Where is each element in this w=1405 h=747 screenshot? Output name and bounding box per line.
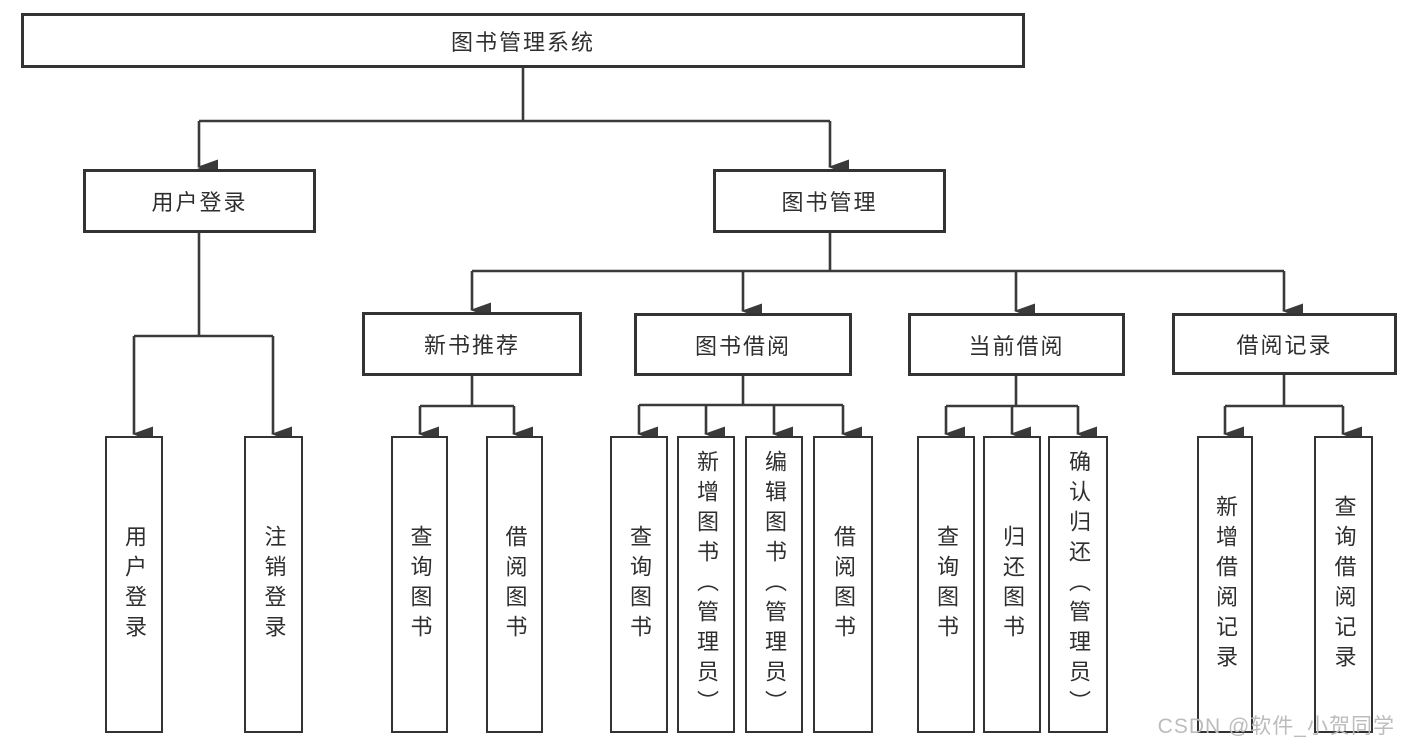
leaf-borrow-books: 借阅图书: [813, 436, 873, 733]
leaf-query-books-current: 查询图书: [917, 436, 975, 733]
node-label: 查询图书: [627, 524, 652, 645]
node-borrowing-records: 借阅记录: [1172, 313, 1397, 375]
node-book-management: 图书管理: [713, 169, 946, 233]
node-label: 新增图书（管理员）: [694, 449, 719, 720]
node-label: 新增借阅记录: [1213, 494, 1238, 675]
node-label: 借阅图书: [502, 524, 528, 645]
leaf-logout: 注销登录: [244, 436, 303, 733]
node-user-login: 用户登录: [83, 169, 316, 233]
node-new-book-recommendation: 新书推荐: [362, 312, 582, 376]
node-label: 查询图书: [934, 524, 959, 645]
node-book-borrowing: 图书借阅: [634, 313, 852, 376]
node-label: 借阅记录: [1236, 333, 1333, 358]
node-label: 当前借阅: [968, 333, 1065, 359]
leaf-borrow-books-recommend: 借阅图书: [486, 436, 543, 733]
node-library-management-system: 图书管理系统: [21, 13, 1025, 68]
node-current-borrowing: 当前借阅: [908, 313, 1125, 376]
leaf-query-borrow-record: 查询借阅记录: [1314, 436, 1373, 733]
leaf-query-books-borrow: 查询图书: [610, 436, 668, 733]
node-label: 新书推荐: [423, 333, 520, 358]
node-label: 用户登录: [151, 190, 248, 215]
leaf-return-books: 归还图书: [983, 436, 1041, 733]
leaf-add-books-admin: 新增图书（管理员）: [677, 436, 735, 733]
leaf-query-books-recommend: 查询图书: [391, 436, 448, 733]
node-label: 查询借阅记录: [1331, 494, 1357, 675]
node-label: 确认归还（管理员）: [1066, 449, 1091, 720]
node-label: 用户登录: [122, 524, 147, 645]
node-label: 编辑图书（管理员）: [762, 449, 787, 720]
node-label: 注销登录: [261, 524, 287, 645]
leaf-add-borrow-record: 新增借阅记录: [1197, 436, 1253, 733]
node-label: 查询图书: [407, 524, 433, 645]
node-label: 归还图书: [1000, 524, 1025, 645]
node-label: 借阅图书: [831, 524, 856, 645]
leaf-user-login: 用户登录: [105, 436, 163, 733]
node-label: 图书借阅: [694, 333, 791, 359]
node-label: 图书管理: [781, 190, 878, 215]
node-label: 图书管理系统: [450, 29, 595, 55]
leaf-confirm-return-admin: 确认归还（管理员）: [1048, 436, 1108, 733]
csdn-watermark: CSDN @软件_小贺同学: [1157, 715, 1395, 738]
leaf-edit-books-admin: 编辑图书（管理员）: [745, 436, 803, 733]
